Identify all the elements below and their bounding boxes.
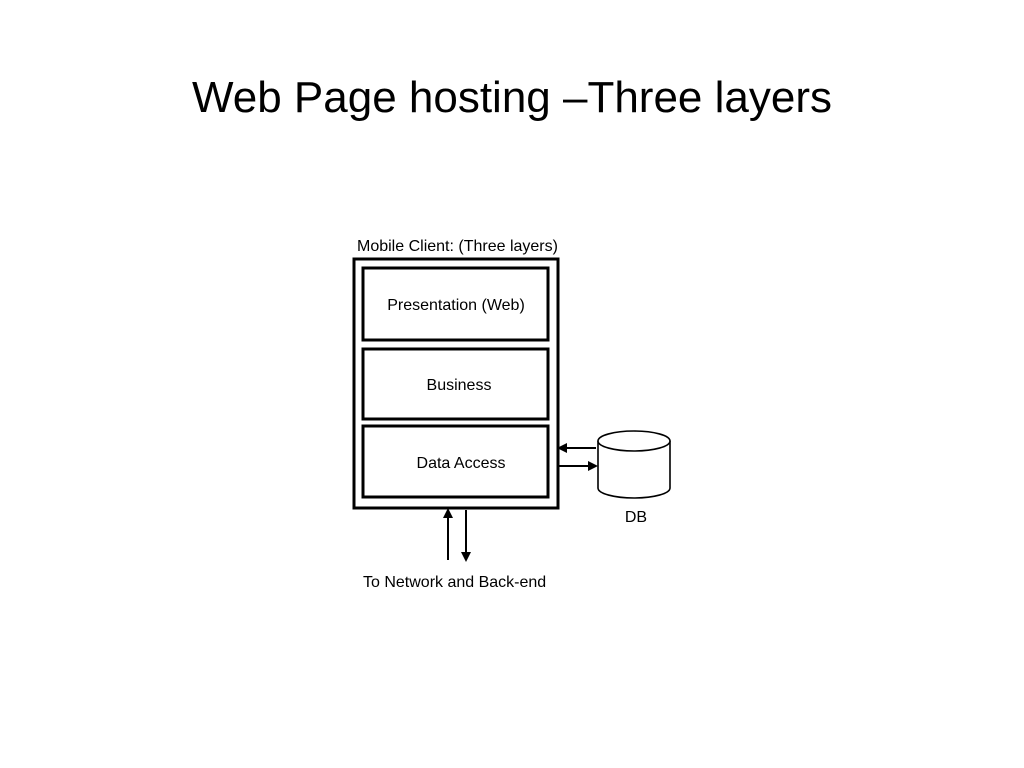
business-layer-label: Business	[427, 377, 492, 394]
presentation-layer: Presentation (Web)	[361, 266, 550, 342]
network-label: To Network and Back-end	[363, 574, 546, 591]
mobile-client-label: Mobile Client: (Three layers)	[357, 238, 558, 255]
data-access-layer-box	[361, 424, 550, 499]
database-label: DB	[625, 509, 647, 526]
presentation-layer-box	[361, 266, 550, 342]
business-layer-box	[361, 347, 550, 421]
presentation-layer-label: Presentation (Web)	[387, 297, 525, 314]
data-access-layer-label: Data Access	[417, 455, 506, 472]
business-layer: Business	[361, 347, 550, 421]
slide-title: Web Page hosting –Three layers	[192, 73, 832, 122]
database-cylinder-icon	[597, 430, 671, 499]
data-access-layer: Data Access	[361, 424, 550, 499]
